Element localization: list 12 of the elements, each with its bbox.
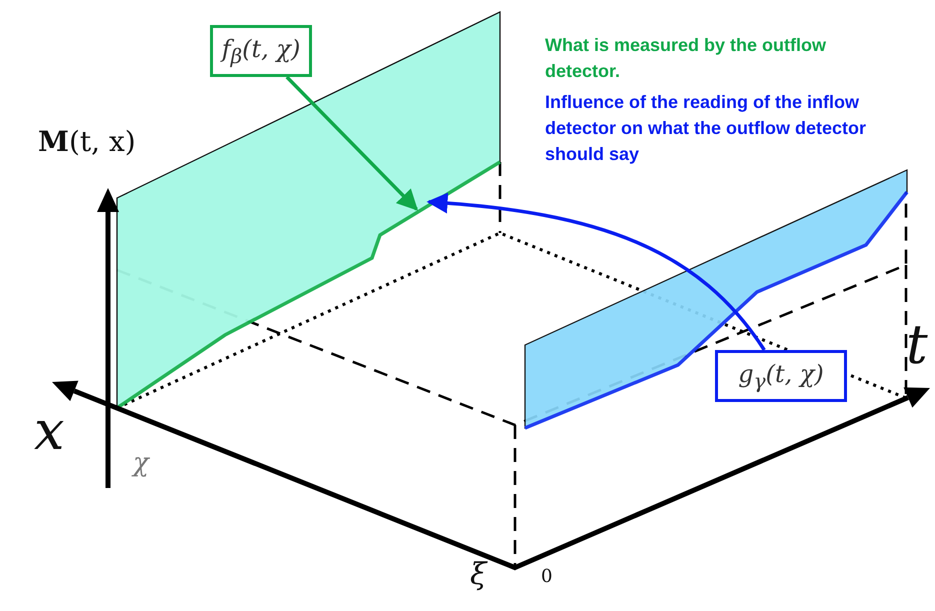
axis-label: M(t, x) <box>38 128 136 156</box>
axis-label: t <box>906 318 928 372</box>
arrow <box>426 192 766 352</box>
formula-box: g$_{γ}$(t, χ) <box>715 350 847 402</box>
axis-label: χ <box>133 450 149 476</box>
formula-box: f$_{β}$(t, χ) <box>210 25 312 77</box>
axis-label: 0 <box>541 568 552 586</box>
annotation-text: What is measured by the outflow detector. <box>545 34 828 83</box>
annotation-text: Influence of the reading of the inflow detector on what the outflow detector should say <box>545 91 867 166</box>
axis-label: x <box>34 404 64 458</box>
axis-label: ξ <box>470 560 487 590</box>
arrow <box>286 76 418 211</box>
